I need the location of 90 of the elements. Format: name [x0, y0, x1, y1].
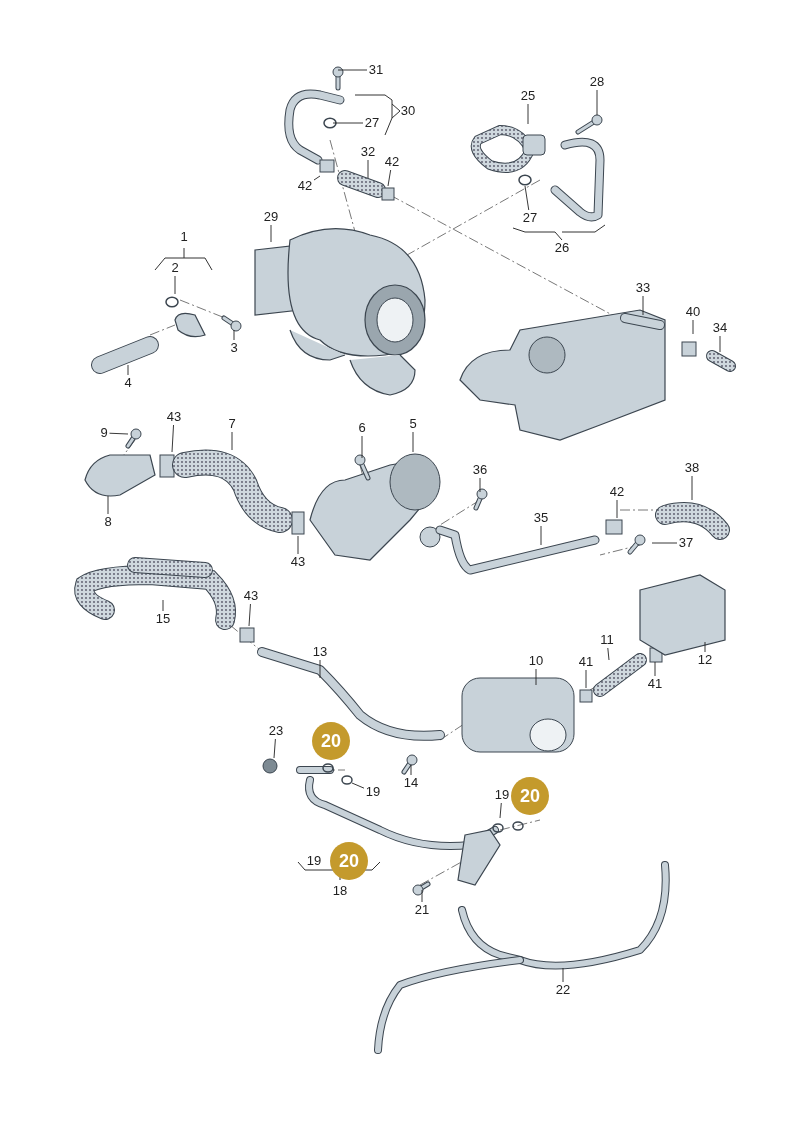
leader-line: [162, 599, 164, 612]
callout-number: 13: [311, 645, 329, 659]
leader-line: [585, 669, 587, 689]
callout-number: 36: [471, 463, 489, 477]
leader-line: [410, 764, 412, 776]
callout-number: 28: [588, 75, 606, 89]
callout-number: 2: [170, 261, 180, 275]
leader-line: [351, 782, 365, 789]
leader-line: [642, 295, 644, 316]
leader-line: [109, 432, 129, 435]
callout-number: 43: [289, 555, 307, 569]
leader-line: [719, 335, 721, 353]
callout-number: 25: [519, 89, 537, 103]
callout-number: 21: [413, 903, 431, 917]
leader-line: [233, 329, 235, 341]
callout-number: 42: [383, 155, 401, 169]
callout-number: 43: [242, 589, 260, 603]
leader-line: [337, 69, 368, 71]
leader-line: [107, 495, 109, 515]
callout-number: 5: [408, 417, 418, 431]
leader-line: [535, 668, 537, 686]
callout-number: 43: [165, 410, 183, 424]
leader-line: [273, 738, 276, 759]
leader-line: [704, 641, 706, 653]
callout-number: 41: [577, 655, 595, 669]
callout-number: 12: [696, 653, 714, 667]
leader-line: [421, 889, 423, 903]
leader-line: [654, 661, 656, 677]
part-number-badge: 20: [511, 777, 549, 815]
callout-number: 26: [553, 241, 571, 255]
leader-line: [524, 185, 530, 211]
callout-number: 18: [331, 884, 349, 898]
part-number-badge: 20: [312, 722, 350, 760]
callout-number: 6: [357, 421, 367, 435]
callout-number: 19: [493, 788, 511, 802]
callout-number: 19: [305, 854, 323, 868]
leader-line: [297, 535, 299, 555]
callout-number: 11: [599, 633, 615, 647]
callout-number: 30: [399, 104, 417, 118]
callout-number: 8: [103, 515, 113, 529]
leader-line: [367, 159, 369, 179]
callout-number: 42: [296, 179, 314, 193]
leader-line: [332, 122, 364, 124]
leader-line: [651, 542, 678, 544]
callout-number: 27: [521, 211, 539, 225]
callout-number: 42: [608, 485, 626, 499]
leader-line: [540, 525, 542, 546]
leader-line: [270, 224, 272, 243]
leader-line: [313, 175, 321, 181]
callout-number: 37: [677, 536, 695, 550]
leader-line: [231, 431, 233, 451]
leader-line: [387, 169, 392, 187]
callout-number: 9: [99, 426, 109, 440]
callout-number: 1: [179, 230, 189, 244]
leader-line: [527, 103, 529, 125]
leader-line: [174, 275, 176, 295]
leader-line: [616, 499, 618, 519]
leader-line: [248, 603, 251, 627]
callout-number: 15: [154, 612, 172, 626]
leader-line: [691, 475, 693, 501]
leader-line: [607, 647, 610, 661]
leader-line: [479, 477, 481, 493]
callout-number: 14: [402, 776, 420, 790]
callout-number: 22: [554, 983, 572, 997]
callout-number: 34: [711, 321, 729, 335]
callout-number: 33: [634, 281, 652, 295]
callout-number: 38: [683, 461, 701, 475]
callout-number: 35: [532, 511, 550, 525]
callout-number: 41: [646, 677, 664, 691]
callout-number: 3: [229, 341, 239, 355]
callout-number: 23: [267, 724, 285, 738]
leader-line: [319, 659, 321, 679]
leader-line: [171, 424, 174, 453]
callout-number: 27: [363, 116, 381, 130]
leader-line: [692, 319, 694, 335]
leader-line: [596, 89, 598, 116]
part-number-badge: 20: [330, 842, 368, 880]
leader-line: [499, 802, 502, 819]
callout-number: 32: [359, 145, 377, 159]
callout-number: 19: [364, 785, 382, 799]
leader-line: [412, 431, 414, 453]
callout-number: 10: [527, 654, 545, 668]
leader-line: [562, 967, 564, 983]
callout-number: 29: [262, 210, 280, 224]
leader-line: [127, 364, 129, 376]
leader-line: [361, 435, 363, 459]
callout-number: 31: [367, 63, 385, 77]
callout-number: 40: [684, 305, 702, 319]
callout-number: 4: [123, 376, 133, 390]
callout-number: 7: [227, 417, 237, 431]
